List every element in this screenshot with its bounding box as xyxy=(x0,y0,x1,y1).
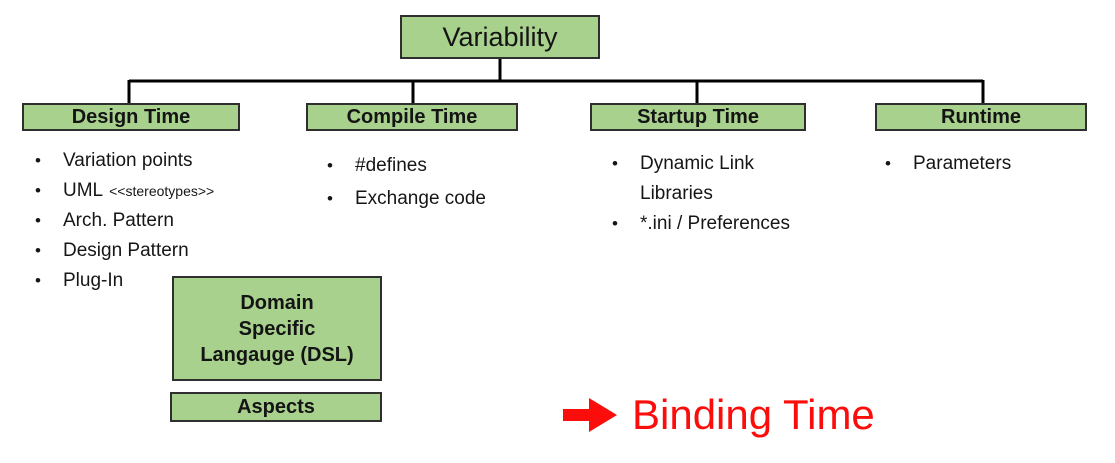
variability-root-box: Variability xyxy=(400,15,600,59)
list-item: • Variation points xyxy=(35,146,214,176)
branch-box-startup-time: Startup Time xyxy=(590,103,806,131)
list-item: • Arch. Pattern xyxy=(35,206,214,236)
stereotypes-annotation: <<stereotypes>> xyxy=(109,183,215,199)
branch-box-design-time: Design Time xyxy=(22,103,240,131)
design-time-list: • Variation points • UML<<stereotypes>> … xyxy=(35,146,214,296)
bullet-marker: • xyxy=(35,151,41,170)
bullet-marker: • xyxy=(612,214,618,233)
list-item: • Exchange code xyxy=(327,184,486,214)
list-item: • Parameters xyxy=(885,149,1011,179)
bullet-marker: • xyxy=(35,211,41,230)
bullet-marker: • xyxy=(327,156,333,175)
list-item: • Plug-In xyxy=(35,266,214,296)
bullet-marker: • xyxy=(35,271,41,290)
binding-time-annotation: Binding Time xyxy=(563,393,875,437)
bullet-marker: • xyxy=(35,181,41,200)
runtime-list: • Parameters xyxy=(885,149,1011,179)
binding-time-label: Binding Time xyxy=(632,391,875,438)
bullet-marker: • xyxy=(885,154,891,173)
branch-box-runtime: Runtime xyxy=(875,103,1087,131)
bullet-marker: • xyxy=(35,241,41,260)
startup-time-list: • Dynamic Link Libraries • *.ini / Prefe… xyxy=(612,149,792,239)
compile-time-list: • #defines • Exchange code xyxy=(327,151,486,217)
list-item: • Design Pattern xyxy=(35,236,214,266)
bullet-marker: • xyxy=(327,189,333,208)
aspects-box: Aspects xyxy=(170,392,382,422)
list-item: • #defines xyxy=(327,151,486,181)
red-right-arrow-icon xyxy=(563,397,617,433)
bullet-marker: • xyxy=(612,154,618,173)
list-item: • UML<<stereotypes>> xyxy=(35,176,214,206)
list-item: • *.ini / Preferences xyxy=(612,209,792,239)
branch-box-compile-time: Compile Time xyxy=(306,103,518,131)
dsl-box: Domain Specific Langauge (DSL) xyxy=(172,276,382,381)
list-item: • Dynamic Link Libraries xyxy=(612,149,792,209)
